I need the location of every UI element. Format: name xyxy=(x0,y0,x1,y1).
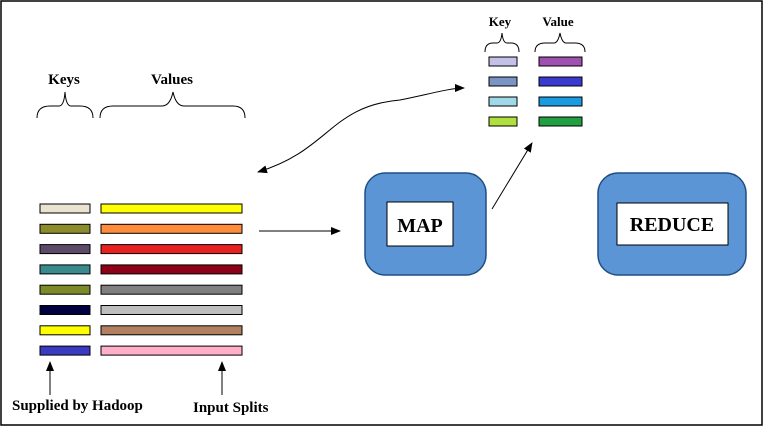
input-key-bar-2 xyxy=(39,223,91,234)
supplied-by-hadoop-label: Supplied by Hadoop xyxy=(12,398,143,414)
map-to-output-arrow xyxy=(491,142,533,210)
value-label: Value xyxy=(542,14,574,29)
input-key-bar-3 xyxy=(39,244,91,255)
output-value-bar-2 xyxy=(538,76,583,87)
input-key-bar-5 xyxy=(39,284,91,295)
output-key-bar-1 xyxy=(488,56,518,67)
value-brace xyxy=(534,32,586,53)
input-value-bar-5 xyxy=(100,284,243,295)
input-value-bar-8 xyxy=(100,345,243,356)
reduce-box-inner xyxy=(616,202,729,246)
input-value-bar-1 xyxy=(100,203,243,214)
values-label: Values xyxy=(151,72,193,88)
output-key-bar-2 xyxy=(488,76,518,87)
keys-brace xyxy=(36,91,94,119)
output-value-bar-3 xyxy=(538,96,583,107)
input-value-bar-2 xyxy=(100,223,243,234)
key-label: Key xyxy=(489,14,512,29)
input-key-bar-8 xyxy=(39,345,91,356)
keys-label: Keys xyxy=(48,72,80,88)
output-key-bar-3 xyxy=(488,96,518,107)
values-brace xyxy=(99,91,246,119)
input-values-group xyxy=(100,203,243,356)
input-value-bar-7 xyxy=(100,325,243,336)
reduce-label: REDUCE xyxy=(630,214,714,236)
input-splits-label: Input Splits xyxy=(193,400,269,416)
output-key-bar-4 xyxy=(488,116,518,127)
map-label: MAP xyxy=(397,215,443,237)
curved-double-arrow xyxy=(257,84,465,174)
input-key-bar-4 xyxy=(39,264,91,275)
map-box-inner xyxy=(386,201,454,247)
key-brace xyxy=(484,32,520,53)
output-keys-group xyxy=(488,56,518,127)
map-box: MAP xyxy=(364,172,487,276)
input-key-bar-1 xyxy=(39,203,91,214)
input-key-bar-7 xyxy=(39,325,91,336)
input-keys-group xyxy=(39,203,91,356)
input-value-bar-3 xyxy=(100,244,243,255)
output-value-bar-1 xyxy=(538,56,583,67)
input-value-bar-6 xyxy=(100,305,243,315)
output-value-bar-4 xyxy=(538,116,583,127)
output-values-group xyxy=(538,56,583,127)
reduce-box: REDUCE xyxy=(597,172,747,276)
input-value-bar-4 xyxy=(100,264,243,275)
input-key-bar-6 xyxy=(39,305,91,315)
